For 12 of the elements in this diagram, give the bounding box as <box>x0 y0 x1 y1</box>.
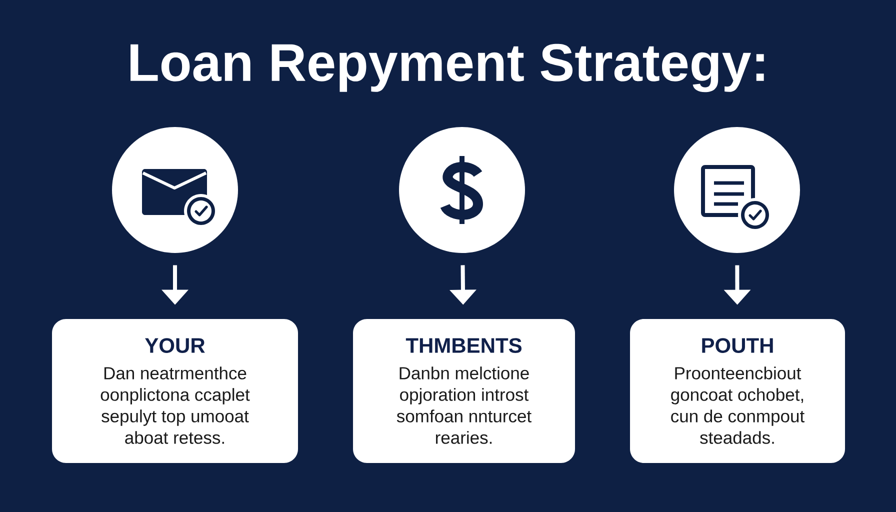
info-card <box>52 319 298 463</box>
card-heading: YOUR <box>145 338 205 353</box>
card-heading: THMBENTS <box>406 338 522 353</box>
info-card <box>353 319 575 463</box>
card-text: Dan neatrmenthce oonplictona ccaplet sepulyt top umooat aboat retess. <box>100 366 250 444</box>
card-heading: POUTH <box>702 338 773 353</box>
title: Loan Repyment Strategy: <box>130 44 764 92</box>
icon-circle <box>399 127 525 253</box>
info-card <box>630 319 845 463</box>
card-text: Danbn melctione opjoration introst somfoan nnturcet rearies. <box>396 366 532 444</box>
icon-circle <box>674 127 800 253</box>
card-text: Proonteencbiout goncoat ochobet, cun de conmpout steadads. <box>671 366 804 444</box>
